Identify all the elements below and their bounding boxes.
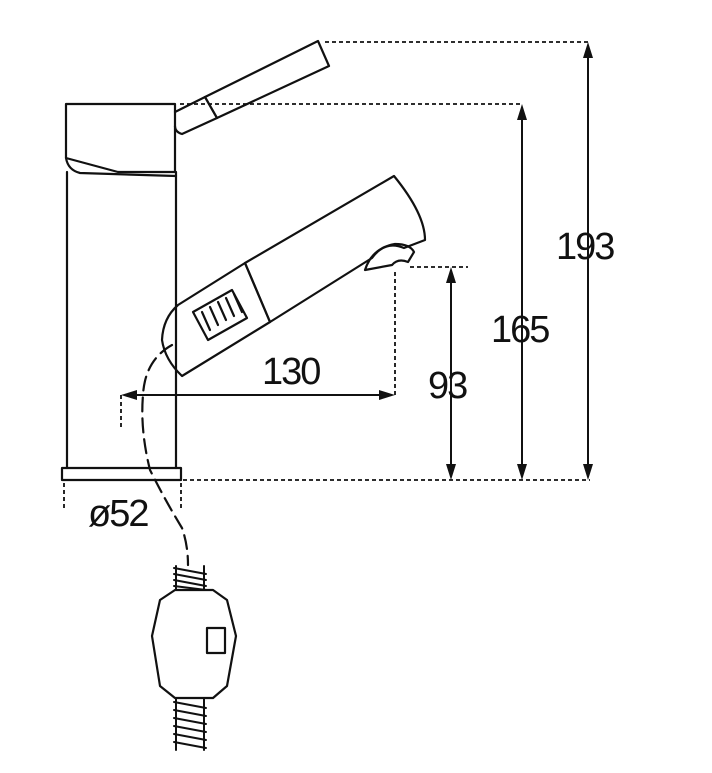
spout-head bbox=[243, 174, 427, 324]
spout-grille bbox=[191, 288, 249, 342]
lever-handle bbox=[203, 39, 331, 120]
spout-outlet bbox=[363, 242, 416, 272]
spout-body bbox=[160, 261, 272, 378]
dimension-arrowheads bbox=[121, 42, 593, 480]
braided-hose-lower bbox=[173, 697, 207, 751]
pull-out-hose bbox=[141, 343, 190, 567]
dimension-lines bbox=[125, 46, 589, 476]
hose-connector bbox=[150, 588, 238, 700]
faucet-base-plate bbox=[60, 466, 183, 482]
connector-button bbox=[205, 626, 227, 655]
lever-neck bbox=[173, 95, 219, 136]
faucet-cartridge-collar bbox=[64, 156, 178, 178]
extension-lines bbox=[63, 41, 590, 510]
spout-height-label: 165 bbox=[491, 309, 549, 351]
total-height-label: 193 bbox=[556, 226, 614, 268]
faucet-cartridge-head bbox=[64, 102, 177, 174]
base-diameter-label: ø52 bbox=[88, 493, 148, 535]
outlet-height-label: 93 bbox=[428, 365, 467, 407]
spout-reach-label: 130 bbox=[262, 351, 320, 393]
braided-hose-upper bbox=[173, 565, 207, 591]
